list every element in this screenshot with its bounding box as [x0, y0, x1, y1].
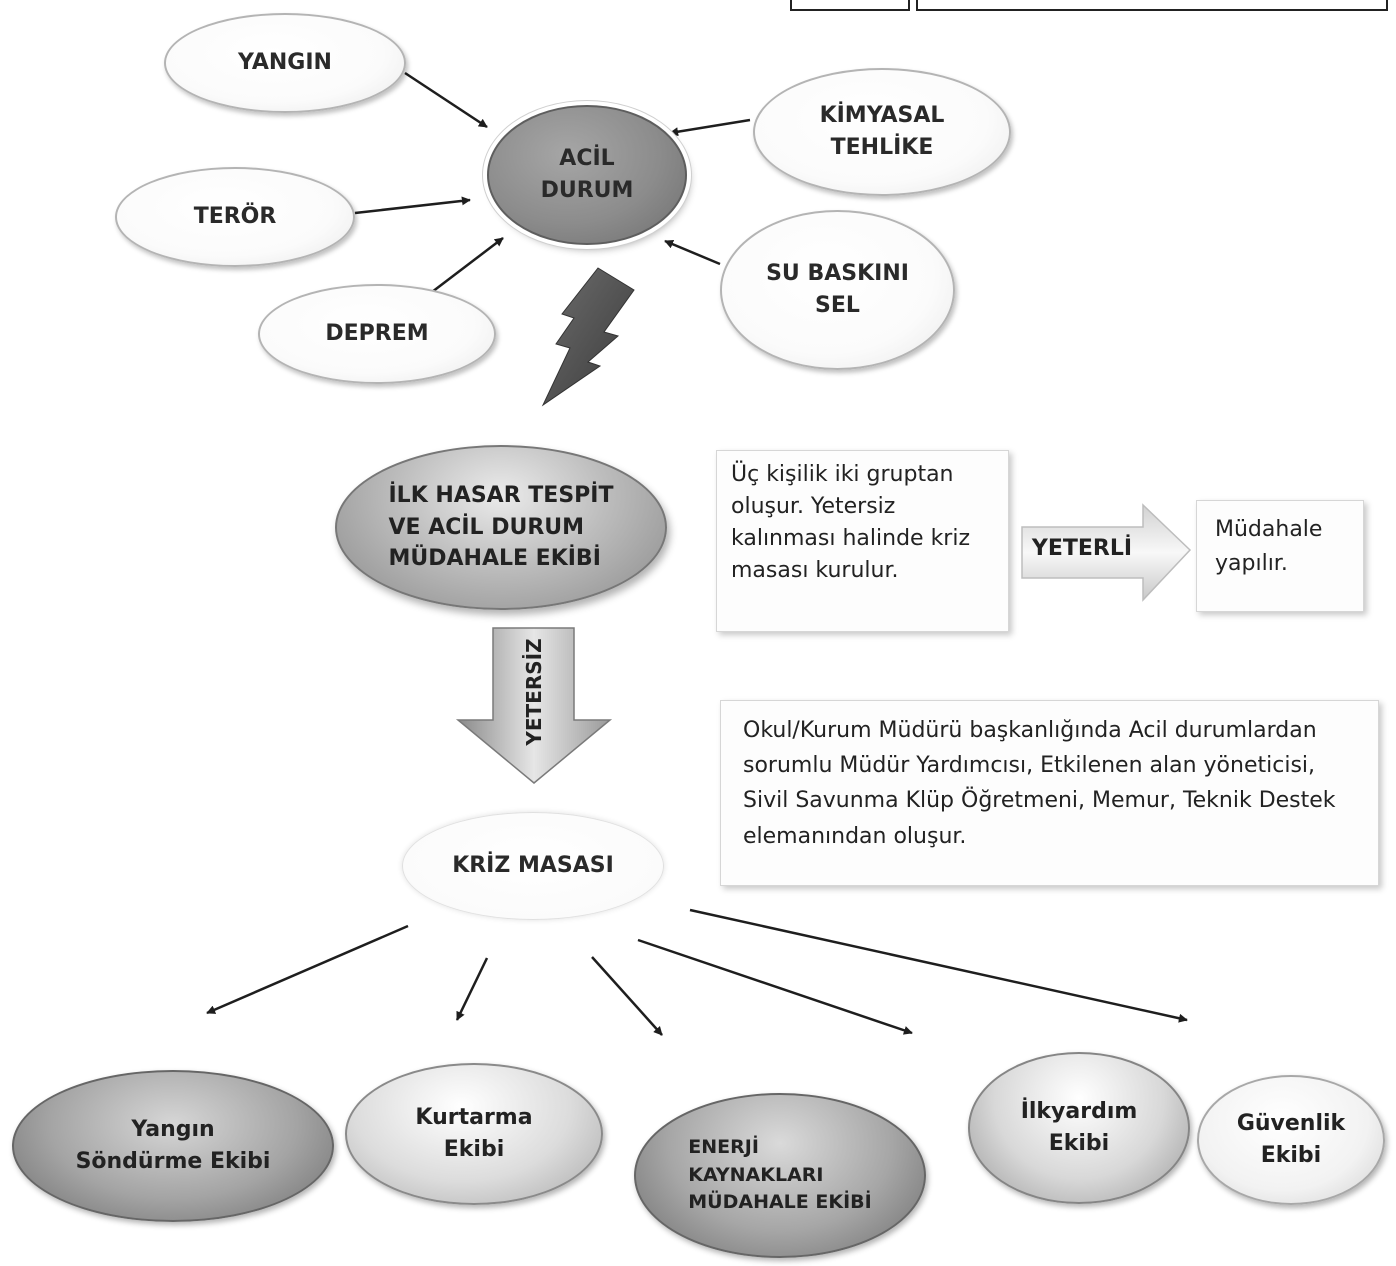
hazard-teror-label: TERÖR	[193, 204, 277, 230]
lightning-bolt-icon	[541, 267, 635, 407]
team-ilkyardim: İlkyardım Ekibi	[968, 1052, 1190, 1204]
hazard-yangin-label: YANGIN	[238, 50, 332, 76]
hazard-kimyasal-tehlike: KİMYASAL TEHLİKE	[753, 68, 1011, 196]
yetersiz-label: YETERSİZ	[522, 638, 546, 746]
team-enerji-label: ENERJİ KAYNAKLARI MÜDAHALE EKİBİ	[688, 1136, 872, 1214]
hazard-teror: TERÖR	[115, 167, 355, 267]
result-text: Müdahale yapılır.	[1215, 517, 1323, 577]
top-box-right	[916, 0, 1388, 11]
arrow-kimyasal-to-acil-durum	[669, 118, 751, 137]
first-response-team: İLK HASAR TESPİT VE ACİL DURUM MÜDAHALE …	[335, 445, 667, 610]
hazard-su-baskini-sel: SU BASKINI SEL	[720, 210, 955, 370]
yetersiz-arrow	[455, 627, 613, 784]
crisis-desk: KRİZ MASASI	[402, 812, 664, 920]
arrow-kriz-to-enerji	[591, 956, 663, 1036]
yeterli-arrow	[1021, 503, 1192, 602]
team-guvenlik-label: Güvenlik Ekibi	[1236, 1111, 1346, 1168]
crisis-desk-note: Okul/Kurum Müdürü başkanlığında Acil dur…	[743, 718, 1336, 849]
team-yangin-sondurme: Yangın Söndürme Ekibi	[12, 1070, 334, 1222]
arrow-kriz-to-kurtarma	[455, 957, 489, 1021]
arrow-kriz-to-ilkyardim	[637, 938, 913, 1035]
arrow-su-baskini-to-acil-durum	[664, 239, 721, 266]
team-ilkyardim-label: İlkyardım Ekibi	[1020, 1099, 1138, 1156]
team-enerji-kaynaklari: ENERJİ KAYNAKLARI MÜDAHALE EKİBİ	[634, 1093, 926, 1258]
hazard-yangin: YANGIN	[164, 13, 406, 113]
arrow-yangin-to-acil-durum	[404, 71, 488, 129]
first-response-note-box: Üç kişilik iki gruptan oluşur. Yetersiz …	[716, 450, 1009, 632]
crisis-desk-label: KRİZ MASASI	[452, 853, 614, 879]
hazard-deprem: DEPREM	[258, 284, 496, 384]
hazard-deprem-label: DEPREM	[325, 321, 429, 347]
arrow-kriz-to-guvenlik	[689, 908, 1188, 1023]
result-box: Müdahale yapılır.	[1196, 500, 1364, 612]
hazard-su-baskini-label: SU BASKINI SEL	[766, 261, 909, 318]
first-response-label: İLK HASAR TESPİT VE ACİL DURUM MÜDAHALE …	[388, 482, 614, 572]
team-kurtarma: Kurtarma Ekibi	[345, 1063, 603, 1205]
team-kurtarma-label: Kurtarma Ekibi	[415, 1105, 533, 1162]
arrow-kriz-to-yangin-sondurme	[206, 924, 409, 1015]
team-yangin-sondurme-label: Yangın Söndürme Ekibi	[75, 1117, 271, 1174]
arrow-deprem-to-acil-durum	[431, 237, 504, 293]
yeterli-label: YETERLİ	[1031, 536, 1133, 561]
center-acil-durum: ACİL DURUM	[487, 105, 687, 245]
arrow-teror-to-acil-durum	[354, 196, 471, 215]
top-box-left	[790, 0, 910, 11]
first-response-note: Üç kişilik iki gruptan oluşur. Yetersiz …	[731, 462, 971, 583]
crisis-desk-note-box: Okul/Kurum Müdürü başkanlığında Acil dur…	[720, 700, 1379, 886]
team-guvenlik: Güvenlik Ekibi	[1197, 1075, 1385, 1205]
hazard-kimyasal-label: KİMYASAL TEHLİKE	[819, 103, 945, 160]
center-label: ACİL DURUM	[540, 146, 634, 203]
